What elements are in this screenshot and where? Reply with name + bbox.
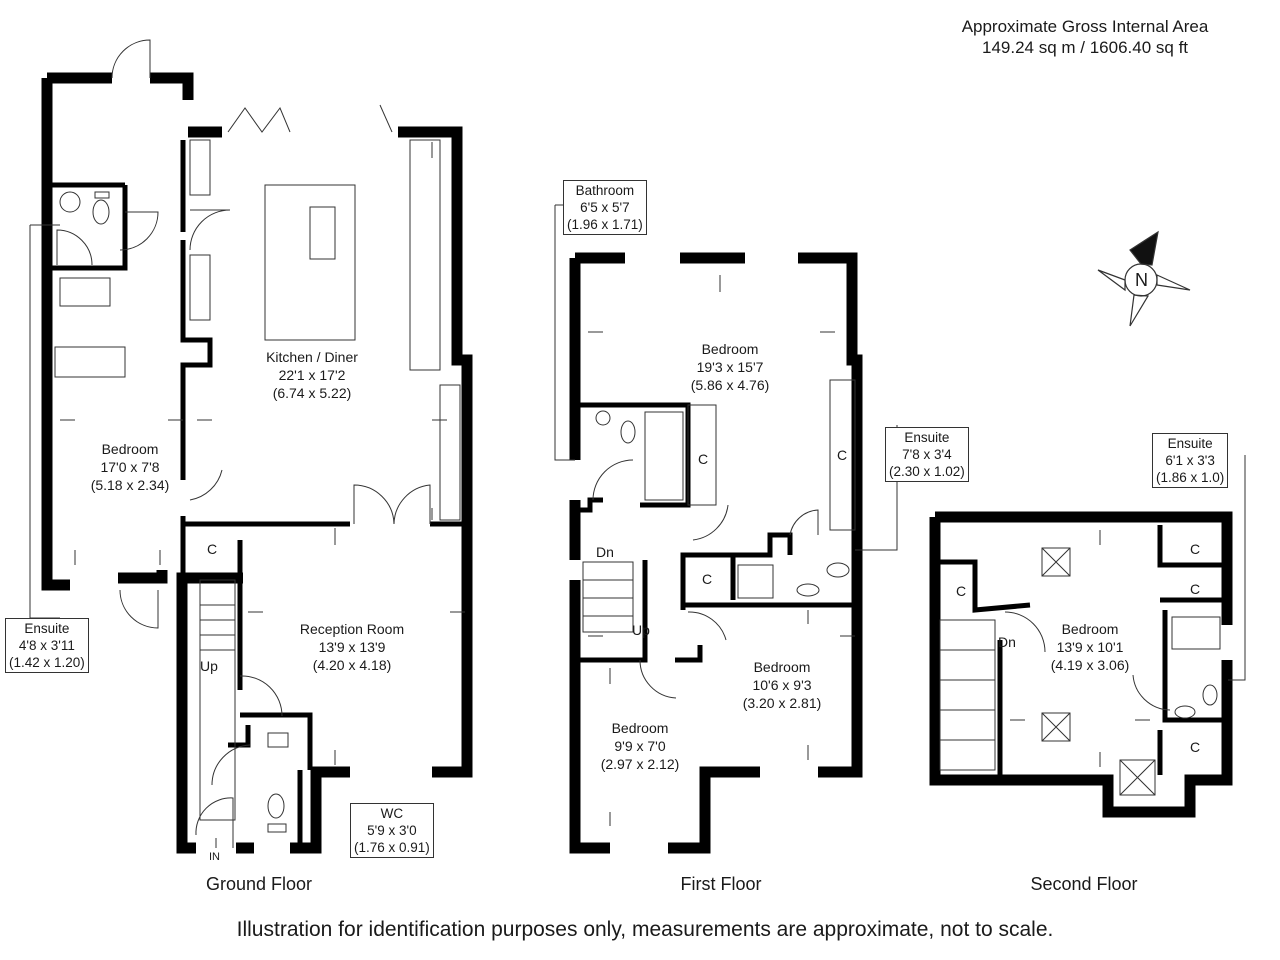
room-imperial: 10'6 x 9'3 <box>752 677 812 693</box>
callout-wc: WC 5'9 x 3'0 (1.76 x 0.91) <box>350 803 434 858</box>
room-name: Reception Room <box>299 621 405 637</box>
room-first-bedroom-main: Bedroom 19'3 x 15'7 (5.86 x 4.76) <box>640 340 820 394</box>
room-metric: (6.74 x 5.22) <box>272 385 352 401</box>
second-floor-arrows <box>1010 530 1150 767</box>
ground-outer-wall-entrance <box>176 572 243 854</box>
compass-north-label: N <box>1135 270 1148 290</box>
ground-interior-walls <box>52 140 467 848</box>
room-metric: (5.18 x 2.34) <box>90 477 170 493</box>
room-imperial: 22'1 x 17'2 <box>278 367 346 383</box>
callout-metric: (1.42 x 1.20) <box>9 655 85 670</box>
cupboard-mark: C <box>956 583 967 599</box>
room-name: Bedroom <box>611 720 669 736</box>
ground-outer-wall-south-bed <box>118 570 168 584</box>
callout-metric: (1.96 x 1.71) <box>567 217 643 232</box>
callout-imperial: 5'9 x 3'0 <box>367 823 417 838</box>
room-name: Bedroom <box>1061 621 1119 637</box>
ground-fixtures <box>29 39 461 848</box>
room-name: Bedroom <box>701 341 759 357</box>
area-value-text: 149.24 sq m / 1606.40 sq ft <box>981 38 1189 57</box>
room-name: Bedroom <box>101 441 159 457</box>
ground-outer-wall-north-mid <box>150 72 194 100</box>
first-floor-interior <box>580 402 858 663</box>
cupboard-mark: C <box>1190 581 1201 597</box>
second-floor-interior <box>940 525 1222 775</box>
second-floor-fixtures <box>939 455 1246 796</box>
room-name: Kitchen / Diner <box>266 349 358 365</box>
callout-imperial: 6'1 x 3'3 <box>1165 453 1215 468</box>
room-imperial: 13'9 x 10'1 <box>1056 639 1124 655</box>
cupboard-mark: C <box>1190 739 1201 755</box>
callout-first-ensuite: Ensuite 7'8 x 3'4 (2.30 x 1.02) <box>885 427 969 482</box>
stairs-down-label: Dn <box>998 634 1016 650</box>
room-first-bedroom-small: Bedroom 9'9 x 7'0 (2.97 x 2.12) <box>550 719 730 773</box>
room-imperial: 9'9 x 7'0 <box>614 738 666 754</box>
floor-label-ground: Ground Floor <box>205 874 313 894</box>
callout-name: Ensuite <box>904 430 950 445</box>
callout-imperial: 7'8 x 3'4 <box>902 447 952 462</box>
room-metric: (4.20 x 4.18) <box>312 657 392 673</box>
room-metric: (3.20 x 2.81) <box>742 695 822 711</box>
cupboard-mark: C <box>837 447 848 463</box>
second-floor-plan <box>929 511 1233 818</box>
callout-name: Ensuite <box>1167 436 1213 451</box>
entrance-label: IN <box>209 851 220 863</box>
ground-outer-wall-north-right <box>398 126 473 778</box>
callout-bathroom: Bathroom 6'5 x 5'7 (1.96 x 1.71) <box>563 180 647 235</box>
floor-label-first: First Floor <box>680 874 762 894</box>
cupboard-mark: C <box>207 541 218 557</box>
callout-metric: (1.86 x 1.0) <box>1156 470 1225 485</box>
room-metric: (4.19 x 3.06) <box>1050 657 1130 673</box>
stairs-up-label: Up <box>632 622 650 638</box>
room-metric: (2.97 x 2.12) <box>600 756 680 772</box>
room-imperial: 13'9 x 13'9 <box>318 639 386 655</box>
callout-imperial: 4'8 x 3'11 <box>18 638 75 653</box>
first-floor-plan <box>569 252 863 854</box>
disclaimer: Illustration for identification purposes… <box>236 918 1054 941</box>
ground-outer-wall-west <box>41 78 70 591</box>
stairs-up-label: Up <box>200 658 218 674</box>
callout-imperial: 6'5 x 5'7 <box>580 200 630 215</box>
area-title-text: Approximate Gross Internal Area <box>961 17 1209 36</box>
callout-metric: (2.30 x 1.02) <box>889 464 965 479</box>
cupboard-mark: C <box>1190 541 1201 557</box>
cupboard-mark: C <box>702 571 713 587</box>
ground-outer-wall-south-recep <box>290 766 350 854</box>
room-second-bedroom: Bedroom 13'9 x 10'1 (4.19 x 3.06) <box>1000 620 1180 674</box>
callout-metric: (1.76 x 0.91) <box>354 840 430 855</box>
callout-name: Ensuite <box>24 621 70 636</box>
stairs-down-label: Dn <box>596 544 614 560</box>
room-metric: (5.86 x 4.76) <box>690 377 770 393</box>
room-ground-bedroom: Bedroom 17'0 x 7'8 (5.18 x 2.34) <box>40 440 220 494</box>
callout-ground-ensuite: Ensuite 4'8 x 3'11 (1.42 x 1.20) <box>5 618 89 673</box>
room-name: Bedroom <box>753 659 811 675</box>
room-first-bedroom-right: Bedroom 10'6 x 9'3 (3.20 x 2.81) <box>692 658 872 712</box>
ground-arrows <box>60 142 465 848</box>
room-kitchen-diner: Kitchen / Diner 22'1 x 17'2 (6.74 x 5.22… <box>222 348 402 402</box>
floor-label-second: Second Floor <box>1030 874 1138 894</box>
ground-floor-plan <box>41 72 473 854</box>
callout-name: WC <box>380 806 404 821</box>
room-reception: Reception Room 13'9 x 13'9 (4.20 x 4.18) <box>262 620 442 674</box>
room-imperial: 17'0 x 7'8 <box>100 459 160 475</box>
room-imperial: 19'3 x 15'7 <box>696 359 764 375</box>
first-floor-arrows <box>588 275 855 826</box>
callout-name: Bathroom <box>575 183 635 198</box>
callout-second-ensuite: Ensuite 6'1 x 3'3 (1.86 x 1.0) <box>1152 433 1229 488</box>
compass-icon <box>1097 230 1191 327</box>
cupboard-mark: C <box>698 451 709 467</box>
area-heading: Approximate Gross Internal Area 149.24 s… <box>900 16 1270 58</box>
